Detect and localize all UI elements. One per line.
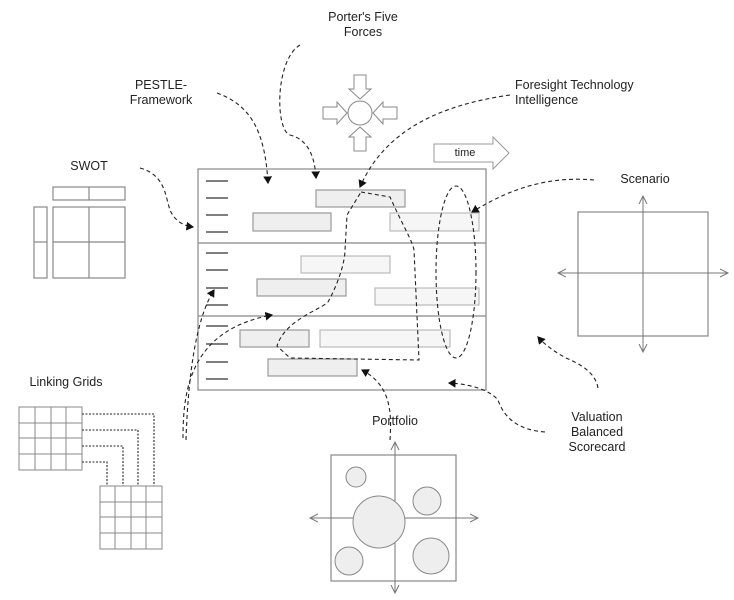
label-swot: SWOT	[70, 159, 108, 173]
swot-diagram	[33, 186, 126, 279]
dashed-connectors	[139, 44, 599, 441]
label-foresight: Foresight Technology Intelligence	[515, 78, 634, 107]
roadmap-bar	[252, 212, 332, 232]
label-valuation: Valuation Balanced Scorecard	[568, 410, 626, 454]
time-arrow-icon	[433, 135, 510, 171]
scenario-diagram	[558, 196, 728, 352]
label-linking-grids: Linking Grids	[29, 375, 103, 389]
linking-grids-diagram	[18, 406, 163, 550]
roadmap-chart	[197, 168, 487, 391]
label-pestle: PESTLE-Framework	[129, 78, 193, 107]
roadmap-bar	[300, 255, 391, 274]
roadmap-bar	[374, 287, 480, 306]
roadmap-bar	[256, 278, 347, 297]
label-scenario: Scenario	[620, 172, 670, 186]
porter-five-forces-icon	[322, 74, 398, 152]
roadmap-bar	[267, 358, 358, 377]
roadmap-bar	[239, 329, 310, 348]
roadmap-bar	[389, 212, 480, 232]
label-time: time	[454, 147, 476, 159]
portfolio-diagram	[310, 442, 478, 593]
row-ticks	[206, 180, 228, 380]
roadmap-bar	[319, 329, 451, 348]
label-portfolio: Portfolio	[372, 414, 418, 428]
label-porter: Porter's Five Forces	[328, 10, 398, 39]
roadmap-bar	[315, 189, 406, 208]
